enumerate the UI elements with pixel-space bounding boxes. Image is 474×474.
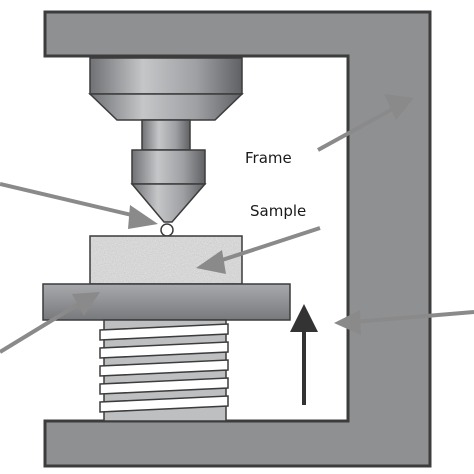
screw-thread-2 bbox=[99, 341, 229, 359]
indenter-taper bbox=[88, 93, 244, 121]
indenter-cone bbox=[130, 183, 207, 223]
pointer-arrow-indenter-icon bbox=[0, 182, 158, 229]
pointer-arrow-frame-icon bbox=[317, 94, 414, 152]
indenter-collar bbox=[131, 149, 206, 185]
indenter-upper-cylinder bbox=[89, 57, 243, 95]
elevating-screw bbox=[99, 319, 229, 422]
frame-label: Frame bbox=[245, 149, 292, 167]
screw-thread-5 bbox=[99, 395, 229, 413]
frame bbox=[43, 10, 432, 468]
indenter-neck bbox=[141, 119, 191, 151]
indenter-ball-tip bbox=[160, 223, 174, 237]
screw-thread-4 bbox=[99, 377, 229, 395]
pointer-arrow-sample-icon bbox=[196, 226, 321, 274]
pointer-arrow-anvil-icon bbox=[0, 292, 100, 354]
screw-thread-1 bbox=[99, 323, 229, 341]
sample-label: Sample bbox=[250, 202, 306, 220]
indenter-assembly bbox=[88, 57, 244, 237]
pointer-arrow-screw-icon bbox=[334, 310, 474, 335]
upward-load-arrow-icon bbox=[290, 304, 318, 405]
screw-thread-3 bbox=[99, 359, 229, 377]
